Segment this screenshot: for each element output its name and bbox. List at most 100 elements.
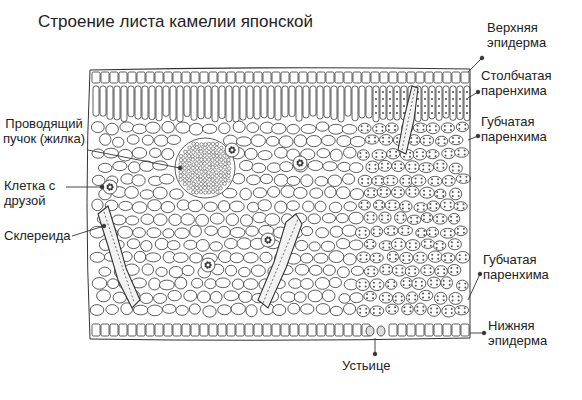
chloroplast	[445, 105, 447, 107]
spongy-cell	[344, 147, 357, 158]
chloroplast	[373, 308, 375, 310]
spongy-cell	[301, 124, 316, 133]
chloroplast	[394, 206, 396, 208]
spongy-cell	[294, 292, 306, 302]
chloroplast	[415, 242, 417, 244]
chloroplast	[437, 299, 439, 301]
palisade-cell	[436, 86, 442, 120]
chloroplast	[444, 125, 446, 127]
chloroplast	[372, 297, 374, 299]
spongy-cell	[336, 187, 350, 199]
chloroplast	[403, 280, 405, 282]
spongy-cell	[219, 123, 230, 134]
chloroplast	[450, 267, 452, 269]
chloroplast	[395, 258, 397, 260]
chloroplast	[458, 282, 460, 284]
spongy-cell	[370, 306, 384, 316]
spongy-cell	[337, 267, 349, 278]
druse-crystal	[232, 147, 234, 149]
spongy-cell	[344, 202, 357, 211]
spongy-cell	[265, 214, 280, 226]
spongy-cell	[163, 304, 177, 313]
chloroplast	[436, 243, 438, 245]
chloroplast	[437, 178, 439, 180]
vessel-cell	[215, 142, 218, 145]
chloroplast	[387, 232, 389, 234]
chloroplast	[431, 98, 433, 100]
chloroplast	[389, 112, 391, 114]
vessel-cell	[204, 143, 207, 146]
chloroplast	[457, 207, 459, 209]
chloroplast	[442, 220, 444, 222]
spongy-cell	[400, 252, 413, 263]
spongy-cell	[154, 293, 167, 303]
spongy-cell	[419, 290, 433, 300]
vessel-cell	[199, 182, 202, 185]
spongy-cell	[329, 124, 344, 134]
chloroplast	[379, 282, 381, 284]
spongy-cell	[204, 202, 217, 211]
chloroplast	[367, 268, 369, 270]
chloroplast	[396, 105, 398, 107]
chloroplast	[396, 141, 398, 143]
chloroplast	[456, 271, 458, 273]
spongy-cell	[233, 121, 245, 132]
spongy-cell	[155, 238, 168, 249]
vessel-cell	[211, 150, 214, 153]
spongy-cell	[440, 228, 455, 238]
palisade-cell	[107, 86, 113, 119]
chloroplast	[450, 255, 452, 257]
chloroplast	[428, 293, 430, 295]
chloroplast	[388, 247, 390, 249]
spongy-cell	[349, 163, 363, 173]
chloroplast	[458, 137, 460, 139]
chloroplast	[361, 206, 363, 208]
chloroplast	[394, 245, 396, 247]
chloroplast	[423, 208, 425, 210]
chloroplast	[450, 259, 452, 261]
spongy-cell	[349, 212, 364, 224]
leaf-edge	[87, 70, 90, 339]
epidermis-cell	[110, 72, 118, 83]
chloroplast	[444, 259, 446, 261]
chloroplast	[379, 255, 381, 257]
chloroplast	[396, 98, 398, 100]
leader-line	[66, 187, 102, 188]
spongy-cell	[393, 293, 405, 305]
chloroplast	[408, 178, 410, 180]
chloroplast	[408, 193, 410, 195]
chloroplast	[423, 215, 425, 217]
spongy-cell	[323, 265, 335, 275]
spongy-cell	[273, 304, 286, 315]
epidermis-cell	[218, 72, 226, 83]
spongy-cell	[289, 279, 302, 289]
epidermis-cell	[362, 72, 370, 83]
palisade-cell	[310, 86, 316, 116]
chloroplast	[458, 311, 460, 313]
spongy-cell	[106, 305, 119, 315]
vessel-cell	[196, 154, 199, 157]
vessel-cell	[215, 171, 218, 174]
chloroplast	[450, 206, 452, 208]
palisade-cell	[429, 86, 435, 119]
leader-lines	[66, 56, 486, 356]
chloroplast	[393, 182, 395, 184]
chloroplast	[395, 268, 397, 270]
palisade-cell	[219, 86, 225, 118]
spongy-cell	[251, 265, 265, 276]
epidermis-cell	[119, 72, 127, 83]
chloroplast	[435, 125, 437, 127]
chloroplast	[431, 254, 433, 256]
chloroplast	[445, 112, 447, 114]
chloroplast	[451, 154, 453, 156]
chloroplast	[395, 272, 397, 274]
chloroplast	[424, 267, 426, 269]
spongy-cell	[339, 294, 350, 303]
spongy-cell	[442, 305, 456, 317]
chloroplast	[431, 105, 433, 107]
palisade-cell	[268, 86, 274, 119]
chloroplast	[387, 178, 389, 180]
chloroplast	[458, 165, 460, 167]
vessel-cell	[219, 154, 222, 157]
chloroplast	[408, 189, 410, 191]
